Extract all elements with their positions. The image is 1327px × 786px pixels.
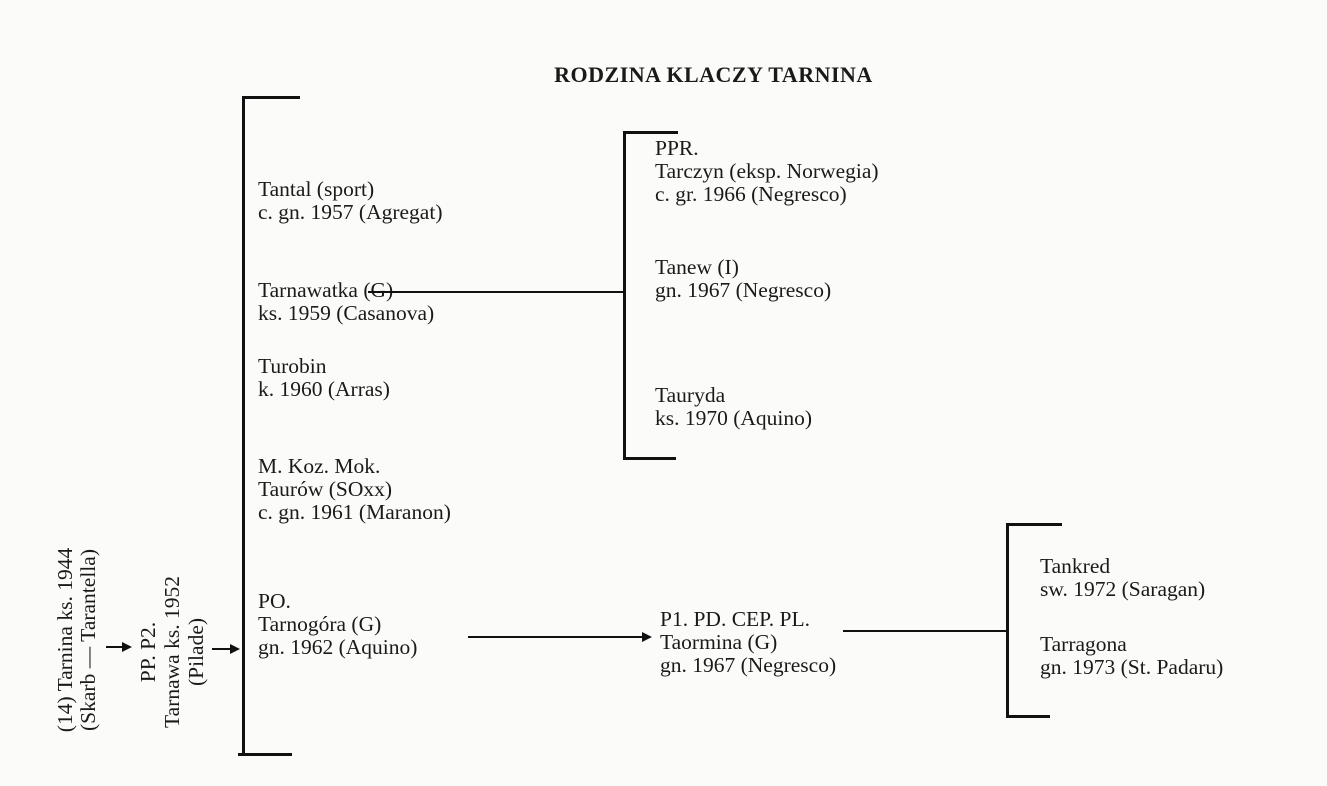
offspring-taormina: P1. PD. CEP. PL. Taormina (G) gn. 1967 (… — [660, 608, 836, 677]
daughter-name: Tarnawa ks. 1952 — [160, 576, 184, 728]
offspring-tarragona: Tarragona gn. 1973 (St. Padaru) — [1040, 633, 1223, 679]
offspring-tauryda: Tauryda ks. 1970 (Aquino) — [655, 384, 812, 430]
bracket-tick — [1006, 715, 1050, 718]
line: Taormina (G) — [660, 630, 778, 654]
line: gn. 1967 (Negresco) — [655, 278, 832, 302]
dam-parents: (Skarb — Tarantella) — [76, 549, 100, 731]
bracket-tick — [242, 96, 300, 99]
line: Tarnogóra (G) — [258, 612, 382, 636]
page-title: RODZINA KLACZY TARNINA — [554, 62, 873, 87]
line: Tarnawatka (G) — [258, 278, 394, 302]
offspring-tantal: Tantal (sport) c. gn. 1957 (Agregat) — [258, 178, 442, 224]
line: Tanew (I) — [655, 255, 739, 279]
daughter-sire: (Pilade) — [184, 617, 208, 687]
connector-taormina — [843, 630, 1007, 632]
arrow-line-dam — [106, 646, 124, 648]
line: Tauryda — [655, 383, 726, 407]
arrowhead-icon — [230, 644, 240, 654]
line: gn. 1962 (Aquino) — [258, 635, 418, 659]
line: Taurów (SOxx) — [258, 477, 393, 501]
root-dam: (14) Tarnina ks. 1944 (Skarb — Tarantell… — [53, 510, 100, 770]
bracket-tick — [1006, 523, 1062, 526]
line: M. Koz. Mok. — [258, 454, 381, 478]
arrow-line-daughter — [212, 648, 232, 650]
line: k. 1960 (Arras) — [258, 377, 390, 401]
line: Tarragona — [1040, 632, 1127, 656]
bracket-main — [242, 97, 245, 754]
connector-tarnogora — [468, 636, 644, 638]
offspring-turobin: Turobin k. 1960 (Arras) — [258, 355, 390, 401]
offspring-tankred: Tankred sw. 1972 (Saragan) — [1040, 555, 1205, 601]
arrowhead-icon — [642, 632, 652, 642]
line: c. gr. 1966 (Negresco) — [655, 182, 847, 206]
connector-tarnawatka — [368, 291, 624, 293]
root-daughter: PP. P2. Tarnawa ks. 1952 (Pilade) — [136, 532, 208, 772]
line: Turobin — [258, 354, 327, 378]
bracket-tarnawatka — [623, 132, 626, 459]
line: Tankred — [1040, 554, 1111, 578]
line: gn. 1973 (St. Padaru) — [1040, 655, 1224, 679]
offspring-tarczyn: PPR. Tarczyn (eksp. Norwegia) c. gr. 196… — [655, 137, 879, 206]
line: ks. 1959 (Casanova) — [258, 301, 435, 325]
bracket-tick — [623, 457, 676, 460]
line: P1. PD. CEP. PL. — [660, 607, 810, 631]
line: Tarczyn (eksp. Norwegia) — [655, 159, 879, 183]
line: PO. — [258, 589, 291, 613]
daughter-awards: PP. P2. — [136, 621, 160, 683]
offspring-tarnogora: PO. Tarnogóra (G) gn. 1962 (Aquino) — [258, 590, 417, 659]
bracket-tick — [238, 753, 292, 756]
bracket-tick — [623, 131, 678, 134]
offspring-tarnawatka: Tarnawatka (G) ks. 1959 (Casanova) — [258, 279, 434, 325]
line: sw. 1972 (Saragan) — [1040, 577, 1206, 601]
line: gn. 1967 (Negresco) — [660, 653, 837, 677]
line: c. gn. 1961 (Maranon) — [258, 500, 451, 524]
line: ks. 1970 (Aquino) — [655, 406, 813, 430]
line: PPR. — [655, 136, 699, 160]
line: Tantal (sport) — [258, 177, 375, 201]
dam-name: (14) Tarnina ks. 1944 — [53, 547, 77, 733]
offspring-taurow: M. Koz. Mok. Taurów (SOxx) c. gn. 1961 (… — [258, 455, 451, 524]
arrowhead-icon — [122, 642, 132, 652]
offspring-tanew: Tanew (I) gn. 1967 (Negresco) — [655, 256, 831, 302]
line: c. gn. 1957 (Agregat) — [258, 200, 443, 224]
bracket-taormina — [1006, 524, 1009, 717]
